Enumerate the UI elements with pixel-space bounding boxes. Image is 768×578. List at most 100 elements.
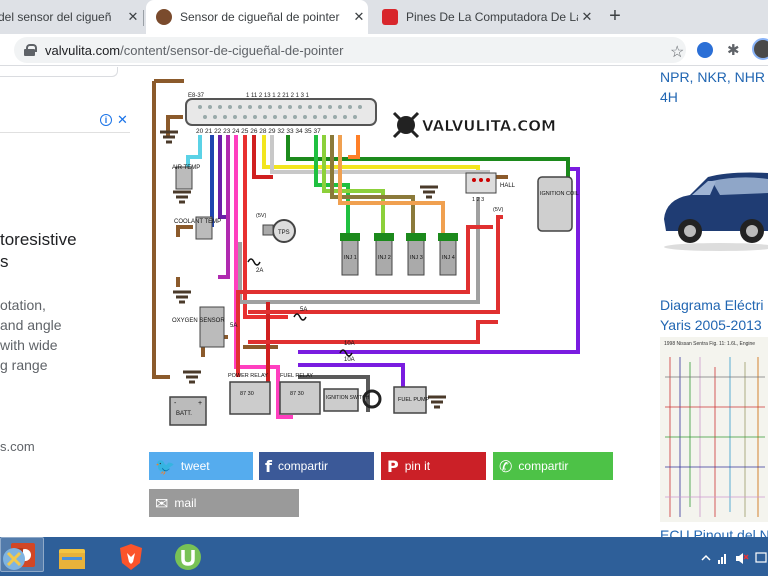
- svg-text:+: +: [198, 400, 202, 407]
- svg-text:INJ 3: INJ 3: [410, 255, 423, 261]
- power-relay: POWER RELAY 87 30: [228, 373, 271, 415]
- url-text[interactable]: valvulita.com/content/sensor-de-cigueñal…: [45, 43, 343, 58]
- car-thumbnail[interactable]: [660, 147, 768, 257]
- svg-text:COOLANT TEMP: COOLANT TEMP: [174, 219, 221, 225]
- svg-text:(5V): (5V): [493, 207, 504, 213]
- svg-text:TPS: TPS: [278, 230, 290, 236]
- fuse-2a-label: 2A: [256, 268, 263, 274]
- related-link-1[interactable]: NPR, NKR, NHR l 4H: [660, 67, 768, 107]
- ad-close-icon[interactable]: ✕: [117, 112, 128, 127]
- signal-icon: [718, 554, 726, 564]
- ad-domain[interactable]: s.com: [0, 439, 35, 454]
- share-pinterest-button[interactable]: P pin it: [381, 452, 486, 480]
- ad-body-line: g range: [0, 357, 48, 373]
- logo-text: VALVULITA.COM: [422, 117, 556, 135]
- chevron-up-icon: [701, 554, 711, 561]
- share-mail-label: mail: [174, 496, 197, 510]
- pdf-favicon-icon: [382, 9, 398, 25]
- browser-toolbar: valvulita.com/content/sensor-de-cigueñal…: [0, 34, 768, 66]
- ad-top-border: [0, 67, 118, 77]
- tab-active[interactable]: Sensor de cigueñal de pointer ✕: [146, 0, 368, 34]
- twitter-icon: 🐦: [155, 456, 175, 476]
- svg-text:INJ 1: INJ 1: [344, 255, 357, 261]
- svg-text:POWER RELAY: POWER RELAY: [228, 373, 268, 379]
- svg-text:INJ 4: INJ 4: [442, 255, 455, 261]
- tps-sensor: TPS (5V): [256, 213, 296, 243]
- tab-close-icon[interactable]: ✕: [353, 9, 365, 24]
- wiring-diagram[interactable]: E8-37 1 11 2 13 1 2 21 2 1 3 1 20 21 22 …: [148, 77, 600, 443]
- svg-text:FUEL RELAY: FUEL RELAY: [280, 373, 313, 379]
- mail-icon: ✉: [155, 493, 169, 513]
- fuse-5a-label: 5A: [230, 323, 237, 329]
- fuse-10a-label: 10A: [344, 341, 355, 347]
- utorrent-icon[interactable]: [172, 541, 204, 573]
- svg-text:BATT.: BATT.: [176, 411, 192, 417]
- extension-icon[interactable]: [697, 42, 713, 58]
- ad-body-line: and angle: [0, 317, 62, 333]
- connector-label: E8-37: [188, 93, 205, 99]
- url-domain: valvulita.com: [45, 42, 121, 58]
- ad-title[interactable]: toresistive s: [0, 229, 120, 273]
- star-icon[interactable]: ☆: [670, 44, 685, 61]
- puzzle-icon[interactable]: ✱: [727, 42, 740, 59]
- facebook-icon: f: [265, 456, 272, 476]
- injector-4: INJ 4: [438, 233, 458, 276]
- address-bar[interactable]: valvulita.com/content/sensor-de-cigueñal…: [14, 37, 686, 63]
- share-tweet-label: tweet: [180, 459, 210, 473]
- taskbar: P: [0, 537, 768, 576]
- site-favicon-icon: [156, 9, 172, 25]
- svg-text:INJ 2: INJ 2: [378, 255, 391, 261]
- new-tab-button[interactable]: +: [609, 5, 621, 27]
- svg-text:HALL: HALL: [500, 183, 516, 189]
- svg-text:-: -: [174, 400, 177, 407]
- ad-info-icon[interactable]: i: [100, 114, 112, 126]
- svg-text:IGNITION COIL: IGNITION COIL: [540, 191, 579, 197]
- share-tweet-button[interactable]: 🐦 tweet: [149, 452, 253, 480]
- tab-title: Pines De La Computadora De La: [406, 10, 578, 24]
- ad-column: i ✕ toresistive s otation, and angle wit…: [0, 67, 130, 537]
- wiring-thumbnail[interactable]: 1998 Nissan Sentra Fig. 11: 1.6L, Engine: [660, 337, 768, 522]
- file-explorer-icon[interactable]: [56, 541, 88, 573]
- related-sidebar: NPR, NKR, NHR l 4H Diagrama Eléctri Yari…: [660, 67, 768, 537]
- profile-avatar[interactable]: [752, 38, 768, 60]
- share-facebook-label: compartir: [277, 459, 328, 473]
- related-link-3[interactable]: ECU Pinout del N: [660, 527, 768, 537]
- thumbnail-caption: 1998 Nissan Sentra Fig. 11: 1.6L, Engine: [664, 341, 756, 347]
- related-link-line: Yaris 2005-2013: [660, 317, 762, 333]
- tab-close-icon[interactable]: ✕: [581, 9, 593, 24]
- svg-text:87 30: 87 30: [290, 391, 304, 397]
- system-icon[interactable]: [0, 541, 30, 573]
- lock-icon[interactable]: [24, 44, 37, 56]
- ignition-switch: IGNITION SWITCH: [323, 388, 382, 412]
- tab-inactive-1[interactable]: del sensor del cigueñ ✕: [0, 0, 142, 34]
- air-temp-sensor: AIR TEMP: [172, 165, 200, 190]
- hall-sensor: HALL 1 2 3 (5V): [465, 172, 516, 213]
- valvulita-logo: VALVULITA.COM: [392, 111, 556, 139]
- brave-browser-icon[interactable]: [115, 541, 147, 573]
- url-path: /content/sensor-de-cigueñal-de-pointer: [120, 42, 344, 58]
- battery: BATT. - +: [169, 396, 207, 426]
- ignition-coil: IGNITION COIL: [537, 176, 579, 232]
- share-whatsapp-button[interactable]: ✆ compartir: [493, 452, 613, 480]
- ad-body: otation, and angle with wide g range: [0, 295, 120, 375]
- web-page: i ✕ toresistive s otation, and angle wit…: [0, 67, 768, 537]
- share-whatsapp-label: compartir: [518, 459, 569, 473]
- svg-text:(5V): (5V): [256, 213, 267, 219]
- tab-inactive-2[interactable]: Pines De La Computadora De La ✕: [372, 0, 596, 34]
- related-link-2[interactable]: Diagrama Eléctri Yaris 2005-2013: [660, 295, 763, 335]
- system-tray[interactable]: [700, 550, 768, 566]
- injector-3: INJ 3: [406, 233, 426, 276]
- ad-header: i ✕: [0, 111, 130, 133]
- fuse-10a-2-label: 10A: [344, 357, 355, 363]
- tab-close-icon[interactable]: ✕: [127, 9, 139, 24]
- ad-body-line: with wide: [0, 337, 58, 353]
- share-mail-button[interactable]: ✉ mail: [149, 489, 299, 517]
- fuse-5a-2-label: 5A: [300, 307, 307, 313]
- injector-2: INJ 2: [374, 233, 394, 276]
- svg-text:IGNITION SWITCH: IGNITION SWITCH: [326, 395, 370, 401]
- share-facebook-button[interactable]: f compartir: [259, 452, 374, 480]
- svg-text:AIR TEMP: AIR TEMP: [172, 165, 200, 171]
- svg-text:87 30: 87 30: [240, 391, 254, 397]
- tab-title: Sensor de cigueñal de pointer: [180, 10, 340, 24]
- screen-icon: [755, 552, 767, 563]
